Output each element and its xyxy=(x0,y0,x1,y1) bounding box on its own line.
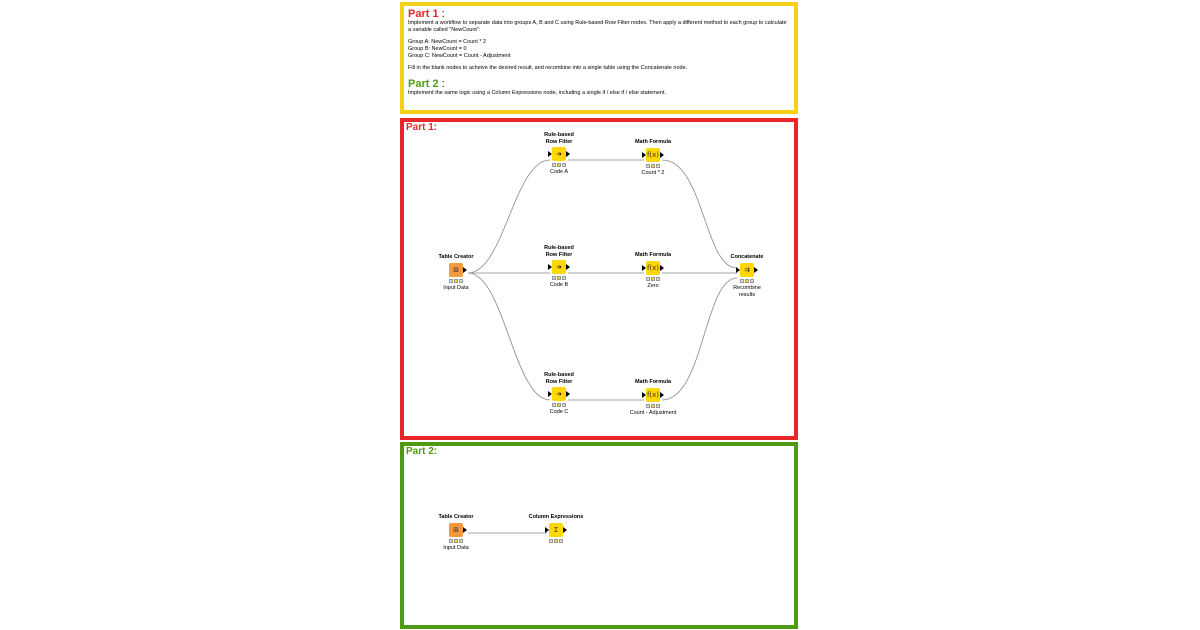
input-port[interactable] xyxy=(548,151,552,157)
output-port[interactable] xyxy=(566,264,570,270)
node-title: Rule-based Row Filter xyxy=(544,372,574,385)
part1-workflow-annotation[interactable]: Part 1: Table Creator ⊞ Input Data Rule-… xyxy=(400,118,798,440)
output-port[interactable] xyxy=(566,391,570,397)
node-label[interactable]: Input Data xyxy=(443,544,469,551)
node-title: Column Expressions xyxy=(528,514,584,520)
part2-heading: Part 2 : xyxy=(408,78,790,90)
status-lights xyxy=(426,278,486,283)
node-concatenate[interactable]: Concatenate ⇉ Recombine results xyxy=(717,254,777,299)
part2-annotation-label: Part 2: xyxy=(406,446,438,457)
function-icon: f(x) xyxy=(642,147,664,162)
node-math-formula-b[interactable]: Math Formula f(x) Zero xyxy=(623,252,683,290)
part1-description: Implement a workflow to separate data in… xyxy=(408,20,789,33)
status-lights xyxy=(529,403,589,407)
node-table-creator[interactable]: Table Creator ⊞ Input Data xyxy=(426,254,486,292)
part2-heading-text: Part 2 xyxy=(408,78,439,90)
fill-instructions: Fill in the blank nodes to acheive the d… xyxy=(408,65,688,71)
output-port[interactable] xyxy=(660,151,664,158)
group-c-rule: Group C: NewCount = Count - Adjustment xyxy=(408,53,511,59)
node-title: Table Creator xyxy=(438,514,474,520)
status-lights xyxy=(426,538,486,543)
status-lights xyxy=(623,276,683,281)
filter-arrow-icon: ➜ xyxy=(548,260,570,274)
input-port[interactable] xyxy=(545,526,549,533)
input-port[interactable] xyxy=(548,264,552,270)
output-port[interactable] xyxy=(660,391,664,398)
part1-connections xyxy=(467,159,738,401)
edge-tablecreator-filtera xyxy=(467,159,551,274)
table-icon: ⊞ xyxy=(449,522,467,537)
node-title: Concatenate xyxy=(730,254,764,260)
node-table-creator-2[interactable]: Table Creator ⊞ Input Data xyxy=(426,514,486,552)
edge-mathc-concat xyxy=(661,277,738,401)
status-lights xyxy=(623,403,683,408)
node-label[interactable]: Zero xyxy=(647,282,659,289)
node-title: Math Formula xyxy=(634,139,672,145)
table-icon: ⊞ xyxy=(449,262,467,277)
filter-arrow-icon: ➜ xyxy=(548,387,570,401)
group-a-rule: Group A: NewCount = Count * 2 xyxy=(408,39,487,45)
node-math-formula-c[interactable]: Math Formula f(x) Count - Adjustment xyxy=(623,379,683,417)
input-port[interactable] xyxy=(548,391,552,397)
status-lights xyxy=(529,276,589,280)
node-math-formula-a[interactable]: Math Formula f(x) Count * 2 xyxy=(623,139,683,177)
function-icon: f(x) xyxy=(642,260,664,275)
node-title: Math Formula xyxy=(634,379,672,385)
output-port[interactable] xyxy=(660,264,664,271)
node-filter-a[interactable]: Rule-based Row Filter ➜ Code A xyxy=(529,132,589,176)
part2-connections xyxy=(468,532,547,534)
part2-workflow-annotation[interactable]: Part 2: Table Creator ⊞ Input Data Colum… xyxy=(400,442,798,629)
expression-icon: Σ xyxy=(545,522,567,537)
part2-description: Implement the same logic using a Column … xyxy=(408,90,667,96)
output-port[interactable] xyxy=(563,526,567,533)
edge-tablecreator-filterc xyxy=(467,272,551,401)
function-icon: f(x) xyxy=(642,387,664,402)
input-port[interactable] xyxy=(642,264,646,271)
part1-heading: Part 1 : xyxy=(408,8,790,20)
node-label[interactable]: Code A xyxy=(549,169,569,175)
node-label[interactable]: Input Data xyxy=(443,284,469,291)
output-port[interactable] xyxy=(463,266,467,273)
status-lights xyxy=(717,278,777,283)
part1-annotation-label: Part 1: xyxy=(406,122,438,133)
group-b-rule: Group B: NewCount = 0 xyxy=(408,46,467,52)
node-title: Rule-based Row Filter xyxy=(544,245,574,258)
input-port[interactable] xyxy=(642,391,646,398)
part2-heading-colon: : xyxy=(438,78,445,90)
status-lights xyxy=(529,163,589,167)
node-title: Rule-based Row Filter xyxy=(544,132,574,145)
output-port[interactable] xyxy=(463,526,467,533)
node-label[interactable]: Recombine results xyxy=(733,284,761,298)
part1-heading-colon: : xyxy=(438,8,445,20)
node-title: Table Creator xyxy=(438,254,474,260)
node-filter-b[interactable]: Rule-based Row Filter ➜ Code B xyxy=(529,245,589,289)
instructions-annotation: Part 1 : Implement a workflow to separat… xyxy=(400,2,798,114)
node-label[interactable]: Code B xyxy=(549,282,569,288)
concatenate-icon: ⇉ xyxy=(736,262,758,277)
input-port[interactable] xyxy=(736,266,740,273)
node-filter-c[interactable]: Rule-based Row Filter ➜ Code C xyxy=(529,372,589,416)
output-port[interactable] xyxy=(566,151,570,157)
node-label[interactable]: Code C xyxy=(549,409,569,415)
edge-matha-concat xyxy=(661,159,738,269)
status-lights xyxy=(623,163,683,168)
node-title: Math Formula xyxy=(634,252,672,258)
node-label[interactable]: Count - Adjustment xyxy=(629,409,677,416)
node-label[interactable]: Count * 2 xyxy=(641,169,665,176)
part1-heading-text: Part 1 xyxy=(408,8,439,20)
filter-arrow-icon: ➜ xyxy=(548,147,570,161)
output-port[interactable] xyxy=(754,266,758,273)
status-lights xyxy=(526,538,586,543)
input-port[interactable] xyxy=(642,151,646,158)
node-column-expressions[interactable]: Column Expressions Σ xyxy=(526,514,586,545)
